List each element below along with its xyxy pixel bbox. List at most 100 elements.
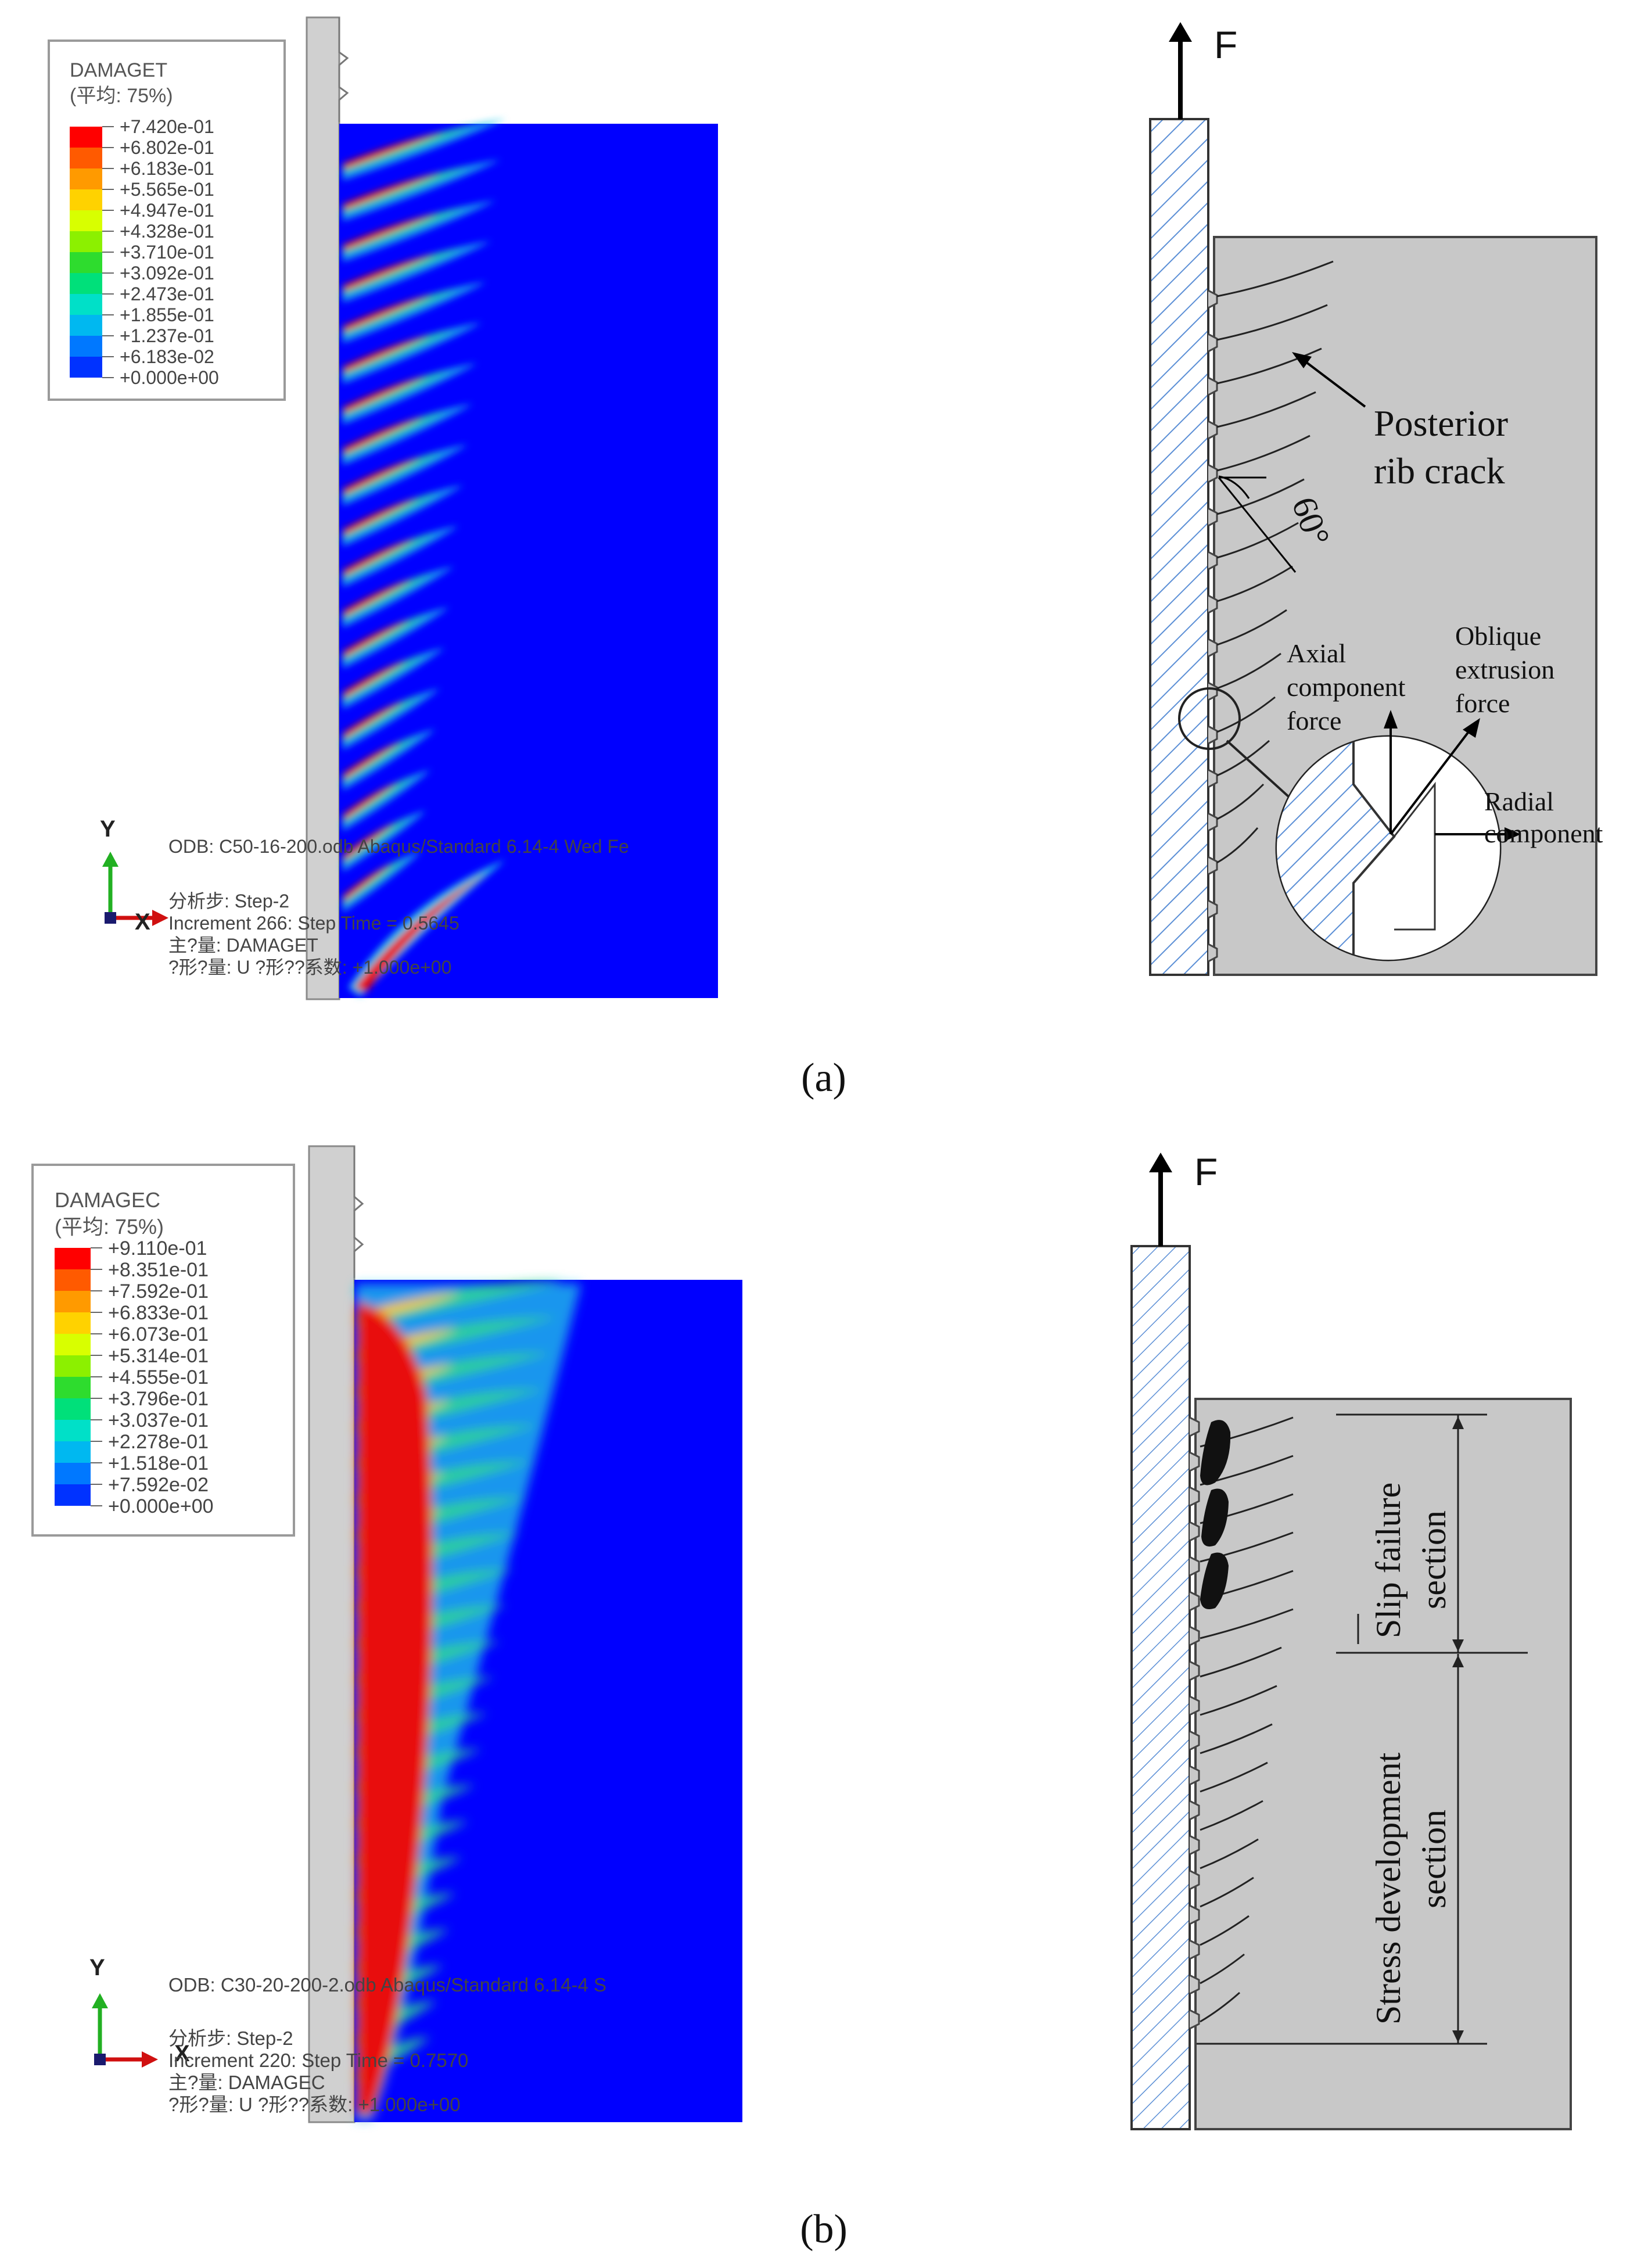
legend-b-swatch bbox=[55, 1248, 91, 1269]
triad-b: Y X bbox=[89, 1955, 190, 2068]
odb-a-line-1: ODB: C50-16-200.odb Abaqus/Standard 6.14… bbox=[168, 836, 629, 857]
caption-b: (b) bbox=[800, 2207, 848, 2252]
odb-a-line-4: 主?量: DAMAGET bbox=[168, 935, 318, 956]
legend-a-value: +3.710e-01 bbox=[120, 242, 214, 263]
legend-a-swatch bbox=[70, 294, 102, 315]
legend-a-value: +3.092e-01 bbox=[120, 263, 214, 284]
crack-label-a-line2: rib crack bbox=[1374, 450, 1505, 491]
axial-label-line1: Axial bbox=[1287, 638, 1346, 668]
triad-a: Y X bbox=[100, 816, 168, 935]
axial-label-line3: force bbox=[1287, 706, 1341, 735]
legend-a-value: +0.000e+00 bbox=[120, 367, 219, 388]
legend-a-value: +5.565e-01 bbox=[120, 179, 214, 200]
oblique-label-line3: force bbox=[1455, 688, 1510, 718]
slip-label-line2: section bbox=[1414, 1510, 1453, 1609]
triad-b-y-label: Y bbox=[89, 1955, 105, 1980]
legend-b-swatch bbox=[55, 1398, 91, 1420]
panel-a-contour-plot bbox=[306, 16, 718, 1000]
legend-a-swatch bbox=[70, 357, 102, 378]
legend-a-value: +2.473e-01 bbox=[120, 284, 214, 304]
panel-a-schematic: F Posterior rib crack 60° bbox=[1149, 22, 1603, 976]
hatched-bar-b bbox=[1130, 1245, 1191, 2130]
odb-a-line-5: ?形?量: U ?形??系数: +1.000e+00 bbox=[168, 957, 451, 978]
slip-blobs bbox=[1200, 1420, 1231, 1609]
oblique-label-line2: extrusion bbox=[1455, 655, 1554, 684]
legend-b-value: +7.592e-01 bbox=[108, 1280, 209, 1302]
crack-label-a-line1: Posterior bbox=[1374, 403, 1508, 444]
force-label-b: F bbox=[1194, 1150, 1218, 1193]
legend-a-value: +1.855e-01 bbox=[120, 304, 214, 325]
stress-label-line2: section bbox=[1414, 1810, 1453, 1908]
legend-a: DAMAGET (平均: 75%) +7.420e-01+6.802e-01+6… bbox=[48, 40, 286, 401]
legend-b-value: +5.314e-01 bbox=[108, 1345, 209, 1367]
oblique-label-line1: Oblique bbox=[1455, 621, 1541, 651]
legend-b-swatch bbox=[55, 1269, 91, 1291]
odb-b-line-2: 分析步: Step-2 bbox=[168, 2027, 293, 2049]
legend-b-value: +0.000e+00 bbox=[108, 1495, 214, 1517]
legend-b-swatch bbox=[55, 1441, 91, 1463]
legend-a-swatch bbox=[70, 127, 102, 148]
caption-a: (a) bbox=[801, 1056, 846, 1100]
odb-b-line-3: Increment 220: Step Time = 0.7570 bbox=[168, 2050, 468, 2071]
slip-label-line1: Slip failure bbox=[1369, 1483, 1408, 1638]
legend-b-value: +7.592e-02 bbox=[108, 1474, 209, 1496]
legend-b: DAMAGEC (平均: 75%) +9.110e-01+8.351e-01+7… bbox=[31, 1164, 295, 1537]
legend-b-swatch bbox=[55, 1377, 91, 1398]
legend-b-value: +4.555e-01 bbox=[108, 1366, 209, 1388]
legend-a-swatch bbox=[70, 210, 102, 231]
legend-b-value: +6.073e-01 bbox=[108, 1323, 209, 1345]
legend-a-swatch bbox=[70, 189, 102, 210]
legend-a-averaging: (平均: 75%) bbox=[70, 85, 173, 107]
legend-a-swatch bbox=[70, 252, 102, 273]
legend-b-value: +3.037e-01 bbox=[108, 1409, 209, 1431]
legend-a-swatch bbox=[70, 231, 102, 252]
legend-b-value: +8.351e-01 bbox=[108, 1259, 209, 1281]
legend-b-title: DAMAGEC bbox=[55, 1188, 160, 1212]
legend-a-value: +4.947e-01 bbox=[120, 200, 214, 221]
odb-b-line-1: ODB: C30-20-200-2.odb Abaqus/Standard 6.… bbox=[168, 1974, 606, 1996]
odb-info-b: ODB: C30-20-200-2.odb Abaqus/Standard 6.… bbox=[168, 1974, 606, 2115]
legend-a-swatch bbox=[70, 273, 102, 294]
odb-a-line-2: 分析步: Step-2 bbox=[168, 891, 289, 911]
triad-b-x-label: X bbox=[174, 2041, 190, 2066]
legend-b-value: +6.833e-01 bbox=[108, 1302, 209, 1324]
legend-b-averaging: (平均: 75%) bbox=[55, 1215, 164, 1239]
panel-b-schematic: F Slip failure section Stress developmen… bbox=[1130, 1150, 1572, 2130]
odb-b-line-5: ?形?量: U ?形??系数: +1.000e+00 bbox=[168, 2094, 461, 2115]
legend-b-swatch bbox=[55, 1334, 91, 1355]
stress-label-line1: Stress development bbox=[1369, 1752, 1408, 2025]
steel-bar-b bbox=[308, 1145, 356, 2123]
radial-label-line1: Radial bbox=[1484, 787, 1554, 816]
radial-label-line2: component bbox=[1484, 819, 1603, 848]
gray-block-b bbox=[1194, 1398, 1572, 2130]
legend-a-swatch bbox=[70, 336, 102, 357]
panel-b-contour-plot bbox=[308, 1145, 742, 2123]
legend-b-swatch bbox=[55, 1484, 91, 1506]
legend-b-swatch bbox=[55, 1463, 91, 1484]
legend-a-value: +6.802e-01 bbox=[120, 137, 214, 158]
odb-b-line-4: 主?量: DAMAGEC bbox=[168, 2072, 325, 2093]
legend-b-swatch bbox=[55, 1312, 91, 1334]
axial-label-line2: component bbox=[1287, 672, 1406, 702]
legend-b-swatch bbox=[55, 1355, 91, 1377]
steel-bar-a bbox=[306, 16, 340, 1000]
legend-a-value: +7.420e-01 bbox=[120, 116, 214, 137]
legend-a-value: +4.328e-01 bbox=[120, 221, 214, 242]
legend-a-title: DAMAGET bbox=[70, 59, 167, 81]
force-label-a: F bbox=[1214, 23, 1237, 66]
legend-b-value: +9.110e-01 bbox=[108, 1237, 207, 1259]
legend-a-swatch bbox=[70, 168, 102, 189]
legend-a-value: +6.183e-02 bbox=[120, 346, 214, 367]
triad-a-y-label: Y bbox=[100, 816, 116, 842]
odb-a-line-3: Increment 266: Step Time = 0.5645 bbox=[168, 913, 459, 934]
zoom-detail-a bbox=[1275, 710, 1521, 961]
legend-a-value: +1.237e-01 bbox=[120, 325, 214, 346]
odb-info-a: ODB: C50-16-200.odb Abaqus/Standard 6.14… bbox=[168, 836, 629, 978]
legend-b-value: +2.278e-01 bbox=[108, 1431, 209, 1453]
legend-b-value: +3.796e-01 bbox=[108, 1388, 209, 1410]
legend-a-swatch bbox=[70, 315, 102, 336]
legend-b-swatch bbox=[55, 1291, 91, 1312]
legend-a-value: +6.183e-01 bbox=[120, 158, 214, 179]
legend-a-swatch bbox=[70, 148, 102, 168]
